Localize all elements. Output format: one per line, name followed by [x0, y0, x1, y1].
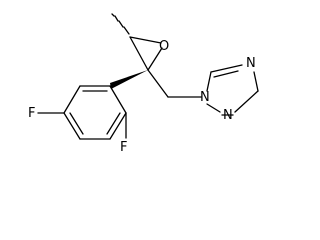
triazole-n1-label: N — [200, 90, 210, 105]
triazole-ring — [206, 64, 259, 116]
methylene-bond-1 — [147, 69, 169, 98]
aryl-wedge-bond — [110, 70, 148, 89]
triazole-n-bottom-label: N — [223, 108, 233, 123]
fluorine-label-ortho: F — [120, 140, 127, 155]
epoxide-bond-o-c — [147, 47, 163, 71]
structure-drawing: O F F N N N — [28, 13, 259, 155]
oxygen-label: O — [159, 39, 169, 54]
epoxide-bond-c-o — [129, 36, 162, 44]
benzene-ring — [63, 85, 127, 140]
methyl-hashed-wedge — [111, 13, 130, 35]
triazole-n-top-label: N — [246, 56, 256, 71]
epoxide-ring — [129, 36, 163, 71]
fluorine-label-para: F — [28, 106, 35, 121]
epoxide-bond-c-c — [129, 36, 149, 71]
